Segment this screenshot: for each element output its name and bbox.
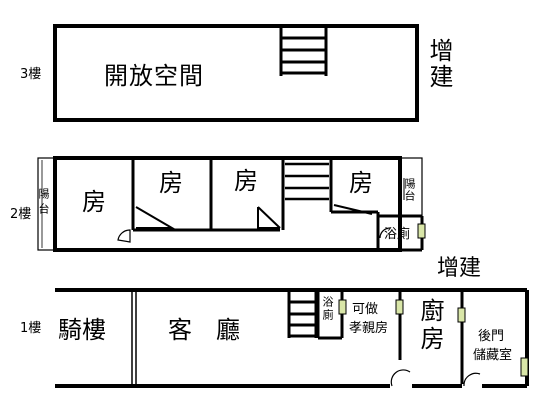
floor2-entry-door <box>117 229 131 243</box>
floor1-bathroom-label: 浴廁 <box>321 296 334 322</box>
floor2-room1-label: 房 <box>82 188 106 216</box>
kitchen-label: 廚房 <box>416 298 444 354</box>
floor1-storage-door <box>457 307 466 323</box>
floor1-outer-wall <box>55 288 529 388</box>
floor1-arcade-partition <box>131 292 137 384</box>
floor1-kitchen-door-arc <box>390 369 411 387</box>
parent-room-label-line2: 孝親房 <box>349 321 389 336</box>
floor2-room4-label: 房 <box>349 169 373 197</box>
floor1-staircase <box>287 292 318 338</box>
floor2-room3-label: 房 <box>234 167 258 195</box>
floor2-right-balcony-label: 陽台 <box>403 178 416 202</box>
floor2-label: 2樓 <box>10 207 32 222</box>
floor2-staircase <box>285 162 329 201</box>
floor3-staircase <box>279 28 328 76</box>
floor1-plan <box>55 288 529 388</box>
open-space-label: 開放空間 <box>104 62 204 90</box>
floor1-label: 1樓 <box>20 321 42 336</box>
floor1-storage-door-arc <box>463 372 481 387</box>
floor2-left-balcony-label: 陽台 <box>37 188 50 218</box>
floor2-bathroom-label: 浴廁 <box>384 227 411 242</box>
floor3-outer-wall <box>53 24 419 122</box>
floor3-extension-label: 增建 <box>425 38 453 90</box>
storage-label-line2: 儲藏室 <box>473 348 513 363</box>
floor2-outer-wall <box>53 156 402 252</box>
floor2-plan <box>37 156 426 252</box>
arcade-label: 騎樓 <box>58 316 106 344</box>
floor2-room2-label: 房 <box>159 169 183 197</box>
floor2-door-swings <box>135 204 373 229</box>
floor1-back-door <box>520 357 529 377</box>
storage-label-line1: 後門 <box>478 329 505 344</box>
floor2-partitions <box>131 160 380 232</box>
living-room-label: 客 廳 <box>168 316 240 344</box>
floor1-parent-room-door <box>395 299 404 315</box>
floor3-plan <box>53 24 419 122</box>
floor3-label: 3樓 <box>20 67 42 82</box>
floor2-bathroom-door <box>417 223 426 239</box>
floor2-bath-door-arc <box>379 227 391 239</box>
floor1-bathroom-door <box>338 299 347 315</box>
floor1-extension-label: 增建 <box>437 256 482 281</box>
parent-room-label-line1: 可做 <box>352 302 379 317</box>
